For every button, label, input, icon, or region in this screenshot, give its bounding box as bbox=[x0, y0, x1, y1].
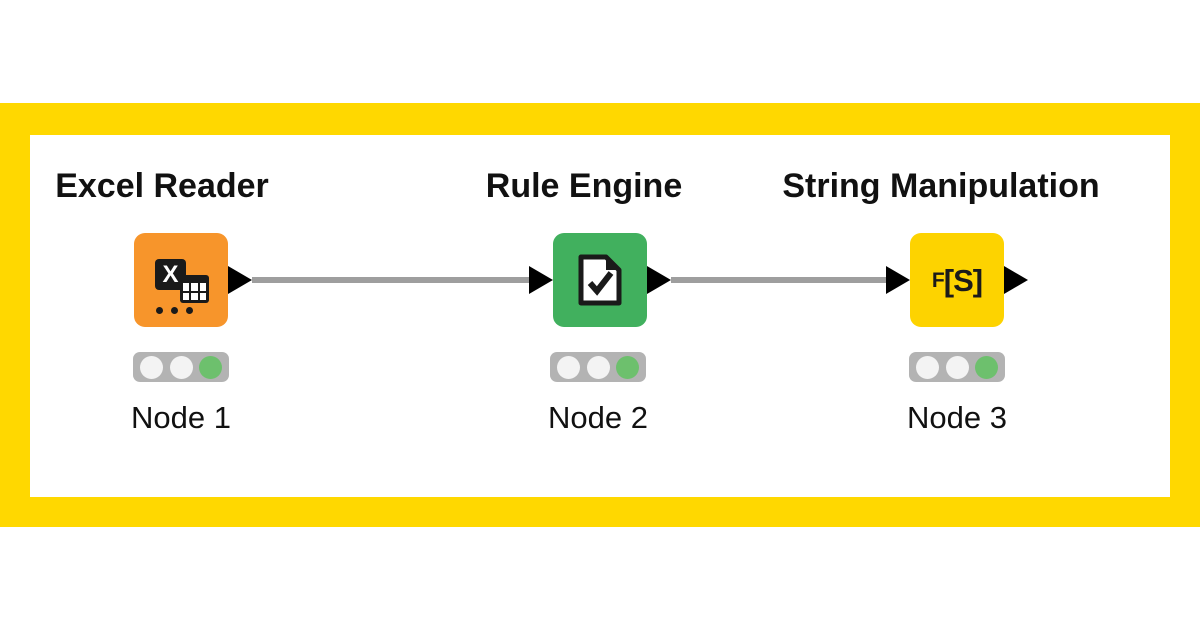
output-port-node-1[interactable] bbox=[228, 266, 252, 294]
node-string-manipulation[interactable]: F [S] bbox=[910, 233, 1004, 327]
string-function-icon-f: F bbox=[931, 268, 945, 292]
traffic-light-red-off bbox=[557, 355, 580, 379]
connector-node1-node2[interactable] bbox=[252, 277, 529, 283]
traffic-light-red-off bbox=[140, 355, 163, 379]
spreadsheet-grid-icon bbox=[180, 275, 209, 303]
dynamic-ports-dots-icon bbox=[156, 307, 193, 314]
traffic-light-green-on bbox=[199, 355, 222, 379]
output-port-node-2[interactable] bbox=[647, 266, 671, 294]
node-label-1: Node 1 bbox=[131, 400, 231, 435]
node-title-string-manipulation: String Manipulation bbox=[782, 167, 1100, 205]
traffic-light-red-off bbox=[916, 355, 939, 379]
traffic-light-green-on bbox=[975, 355, 998, 379]
traffic-light-green-on bbox=[616, 355, 639, 379]
traffic-light-amber-off bbox=[586, 355, 610, 379]
node-rule-engine[interactable] bbox=[553, 233, 647, 327]
node-title-excel-reader: Excel Reader bbox=[55, 167, 269, 205]
connector-node2-node3[interactable] bbox=[671, 277, 886, 283]
node-title-rule-engine: Rule Engine bbox=[485, 167, 683, 205]
traffic-light-amber-off bbox=[945, 355, 969, 379]
input-port-node-3[interactable] bbox=[886, 266, 910, 294]
string-function-icon: F [S] bbox=[910, 233, 1004, 327]
traffic-light-node-3 bbox=[909, 352, 1005, 382]
traffic-light-amber-off bbox=[169, 355, 193, 379]
node-label-3: Node 3 bbox=[907, 400, 1007, 435]
traffic-light-node-2 bbox=[550, 352, 646, 382]
input-port-node-2[interactable] bbox=[529, 266, 553, 294]
string-function-icon-s: [S] bbox=[943, 262, 983, 298]
node-excel-reader[interactable]: X bbox=[134, 233, 228, 327]
traffic-light-node-1 bbox=[133, 352, 229, 382]
node-label-2: Node 2 bbox=[548, 400, 648, 435]
output-port-node-3[interactable] bbox=[1004, 266, 1028, 294]
document-check-icon bbox=[578, 254, 622, 311]
